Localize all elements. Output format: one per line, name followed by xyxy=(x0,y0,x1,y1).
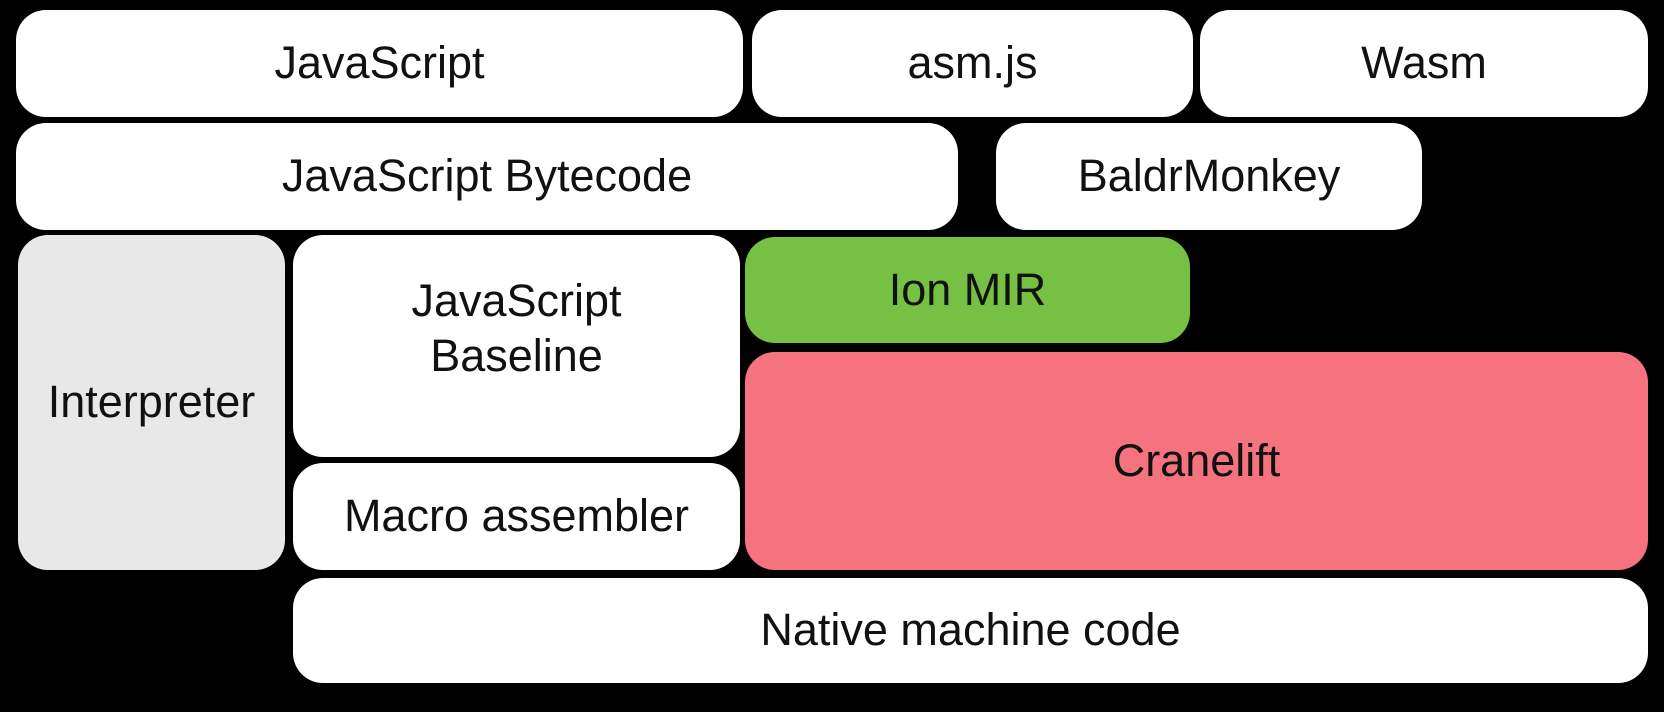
node-interpreter: Interpreter xyxy=(18,235,285,570)
node-wasm: Wasm xyxy=(1200,10,1648,117)
node-javascript: JavaScript xyxy=(16,10,743,117)
node-macro-assembler: Macro assembler xyxy=(293,463,740,570)
node-javascript-baseline: JavaScript Baseline xyxy=(293,235,740,457)
node-ion-mir: Ion MIR xyxy=(745,237,1190,343)
node-native-machine-code: Native machine code xyxy=(293,578,1648,683)
node-cranelift: Cranelift xyxy=(745,352,1648,570)
node-asm-js: asm.js xyxy=(752,10,1193,117)
node-baldrmonkey: BaldrMonkey xyxy=(996,123,1422,230)
node-javascript-bytecode: JavaScript Bytecode xyxy=(16,123,958,230)
